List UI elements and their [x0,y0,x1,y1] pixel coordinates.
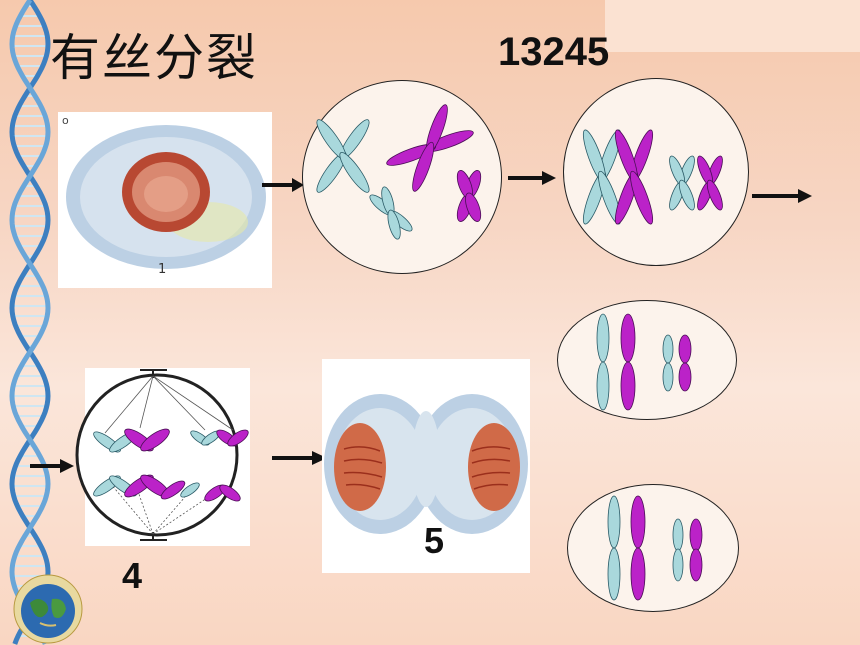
stage-5-label: 5 [424,520,445,561]
arrow-4-to-5 [272,451,327,465]
stage-1-caption: 1 [158,262,167,277]
stage-4-label: 4 [122,555,143,596]
top-right-panel [605,0,860,52]
aligned-chromosomes-cell-lower [567,484,739,612]
dna-strand [9,0,51,645]
stage-2-prophase-cell [302,80,502,274]
arrow-1-to-2 [262,178,304,192]
dna-helix-decoration [9,0,51,645]
arrow-3-to-next [752,189,812,203]
stage-1-image: o 1 [58,112,272,288]
arrow-2-to-3 [508,171,556,185]
globe-logo [13,574,83,644]
dna-strand [9,0,51,645]
stage-5-image [322,359,530,573]
stage-4-image [75,368,250,546]
svg-text:o: o [62,114,69,127]
slide-title: 有丝分裂 [50,29,258,87]
stage-3-metaphase-cell [563,78,749,266]
telophase-cell [324,394,528,534]
aligned-chromosomes-cell-upper [557,300,737,420]
interphase-cell: o [62,114,266,269]
anaphase-cell [75,369,249,541]
arrow-into-4 [30,459,74,473]
stage-sequence: 13245 [498,30,610,74]
